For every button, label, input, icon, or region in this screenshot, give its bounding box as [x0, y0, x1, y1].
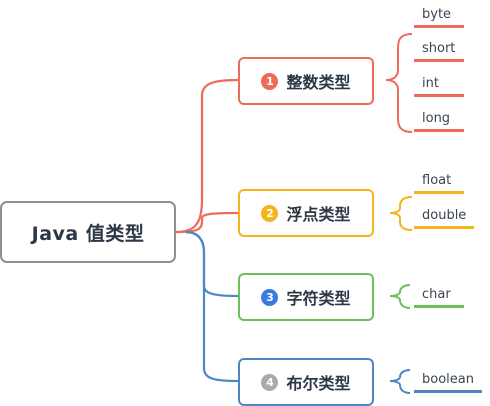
connector-root-float [175, 211, 239, 234]
category-char-label: 字符类型 [286, 289, 351, 308]
root-node[interactable]: Java 值类型 [0, 201, 176, 263]
category-float-label: 浮点类型 [286, 205, 351, 224]
connector-root-integer [175, 78, 239, 234]
leaf-double[interactable]: double [414, 205, 474, 229]
category-float-node[interactable]: 2 浮点类型 [238, 189, 374, 237]
leaf-byte[interactable]: byte [414, 4, 464, 28]
badge-1-icon: 1 [261, 72, 279, 90]
badge-2-icon: 2 [261, 204, 279, 222]
brace-integer [385, 33, 413, 133]
brace-boolean [389, 369, 411, 394]
brace-char [389, 284, 411, 309]
leaf-float[interactable]: float [414, 170, 464, 194]
category-integer-label: 整数类型 [286, 73, 351, 92]
category-char-node[interactable]: 3 字符类型 [238, 273, 374, 321]
brace-float [389, 196, 413, 231]
connector-root-boolean [185, 230, 239, 383]
badge-4-icon: 4 [261, 373, 279, 391]
category-boolean-node[interactable]: 4 布尔类型 [238, 358, 374, 406]
leaf-boolean[interactable]: boolean [414, 369, 482, 393]
category-boolean-label: 布尔类型 [286, 374, 351, 393]
leaf-short[interactable]: short [414, 38, 464, 62]
leaf-long[interactable]: long [414, 108, 464, 132]
connector-root-char [185, 230, 239, 298]
leaf-int[interactable]: int [414, 73, 464, 97]
root-label: Java 值类型 [31, 222, 145, 245]
leaf-char[interactable]: char [414, 284, 464, 308]
badge-3-icon: 3 [261, 288, 279, 306]
category-integer-node[interactable]: 1 整数类型 [238, 57, 374, 105]
